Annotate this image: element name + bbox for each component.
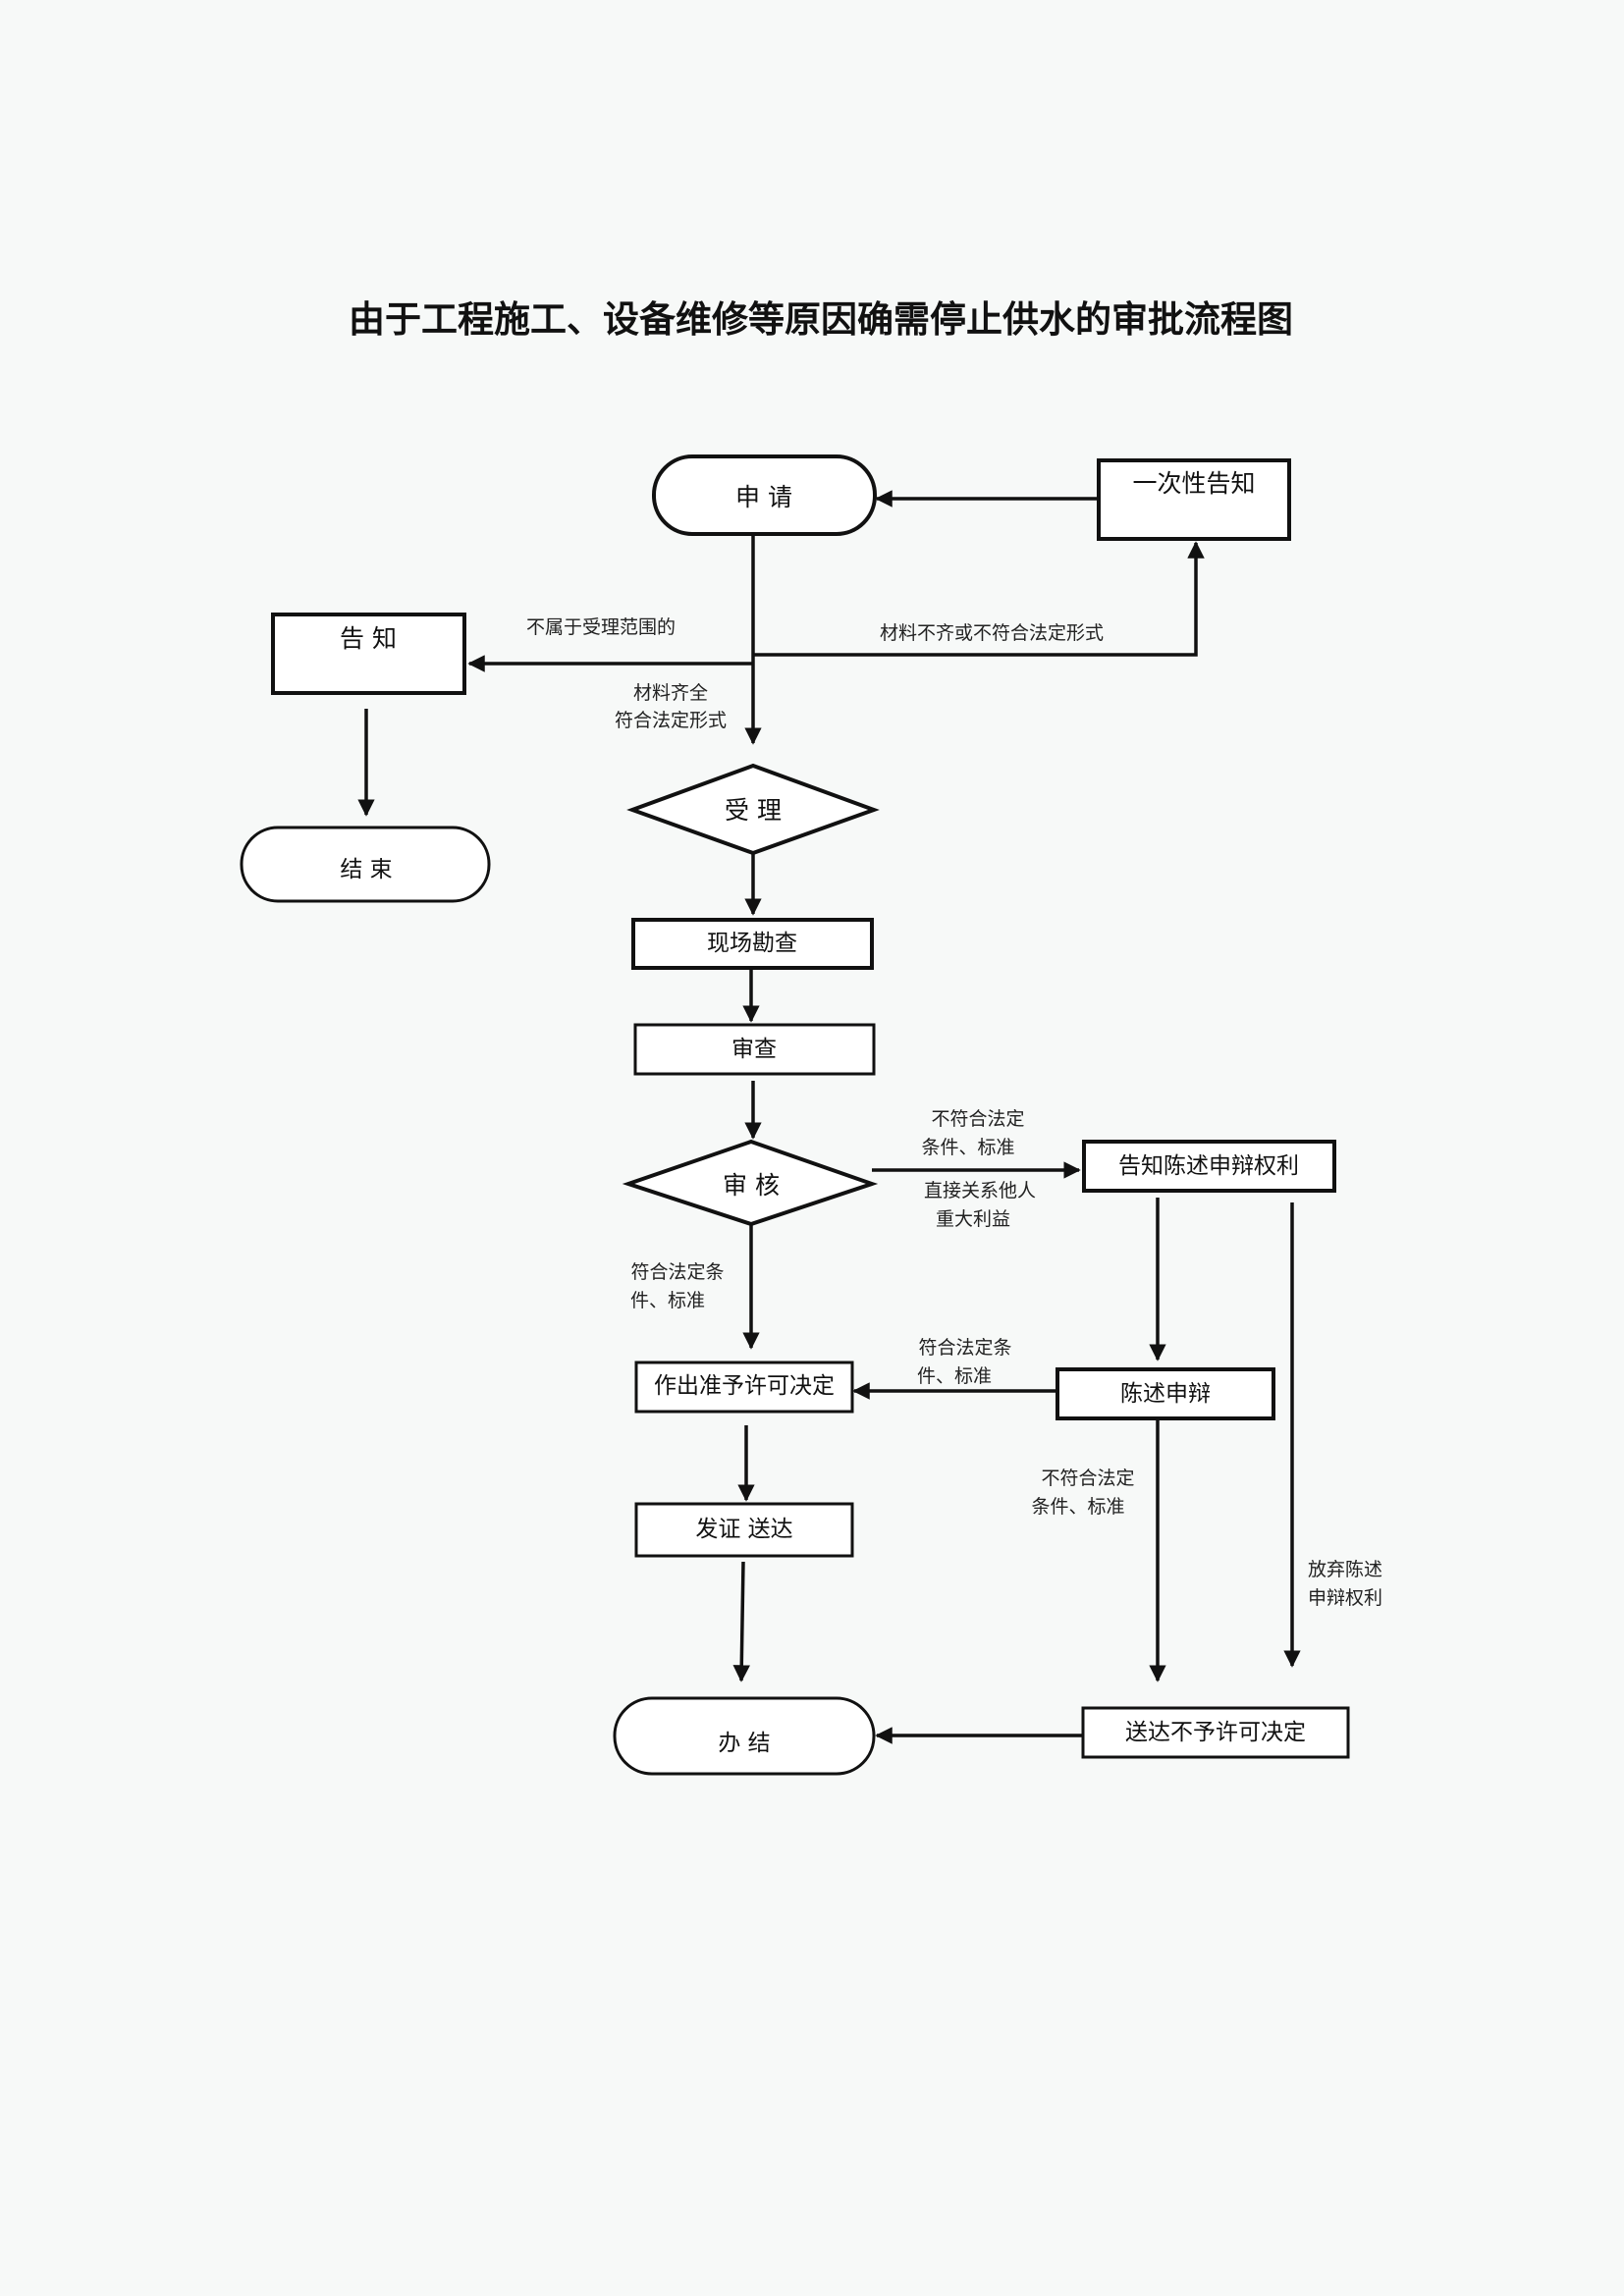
edge-label-audit-pass-2: 件、标准 — [630, 1290, 705, 1311]
edge-label-not-in-scope: 不属于受理范围的 — [526, 616, 676, 638]
arrow-issue-to-finish — [732, 1561, 751, 1682]
node-one-time-notice-label: 一次性告知 — [1132, 469, 1255, 498]
edge-label-waive-2: 申辩权利 — [1308, 1587, 1382, 1609]
edge-label-waive-1: 放弃陈述 — [1308, 1559, 1382, 1580]
node-accept-label: 受 理 — [725, 796, 782, 825]
terminal-shape — [240, 826, 491, 903]
edge-label-statement-pass-2: 件、标准 — [917, 1365, 992, 1387]
process-shape — [634, 1361, 854, 1414]
node-end-label: 结 束 — [340, 857, 392, 882]
node-deny-decision-label: 送达不予许可决定 — [1125, 1720, 1306, 1745]
terminal-shape — [652, 454, 877, 536]
node-finish: 办 结 — [613, 1696, 876, 1776]
edge-label-materials-incomplete: 材料不齐或不符合法定形式 — [880, 622, 1104, 644]
node-grant-decision: 作出准予许可决定 — [634, 1361, 854, 1414]
edge-label-materials-complete-1: 材料齐全 — [633, 682, 708, 704]
process-shape — [631, 918, 874, 970]
terminal-shape — [613, 1696, 876, 1776]
edge-label-statement-pass-1: 符合法定条 — [918, 1337, 1011, 1359]
process-shape — [1082, 1140, 1336, 1193]
process-shape — [634, 1502, 854, 1558]
edge-label-audit-fail-2: 条件、标准 — [921, 1137, 1014, 1158]
process-shape — [633, 1023, 876, 1076]
node-notify-rights: 告知陈述申辩权利 — [1082, 1140, 1336, 1193]
node-site-survey: 现场勘查 — [631, 918, 874, 970]
process-shape — [1081, 1706, 1350, 1759]
node-review: 审查 — [633, 1023, 876, 1076]
edge-label-third-party-1: 直接关系他人 — [924, 1180, 1036, 1201]
edge-label-audit-fail-1: 不符合法定 — [931, 1108, 1024, 1130]
node-one-time-notice: 一次性告知 — [1097, 458, 1291, 541]
process-shape — [271, 613, 466, 695]
node-notify: 告 知 — [271, 613, 466, 695]
node-grant-decision-label: 作出准予许可决定 — [654, 1373, 835, 1399]
node-statement: 陈述申辩 — [1056, 1367, 1275, 1420]
connectors — [357, 490, 1301, 1744]
edge-label-third-party-2: 重大利益 — [936, 1208, 1010, 1230]
node-apply: 申 请 — [652, 454, 877, 536]
page-title: 由于工程施工、设备维修等原因确需停止供水的审批流程图 — [349, 297, 1293, 341]
decision-shape — [622, 1139, 879, 1227]
node-issue-deliver-label: 发证 送达 — [695, 1517, 792, 1542]
edge-label-statement-fail-2: 条件、标准 — [1031, 1496, 1124, 1518]
node-finish-label: 办 结 — [718, 1731, 770, 1756]
node-notify-label: 告 知 — [340, 624, 397, 653]
node-site-survey-label: 现场勘查 — [707, 931, 797, 956]
edge-label-audit-pass-1: 符合法定条 — [630, 1261, 724, 1283]
edge-labels: 不属于受理范围的 材料不齐或不符合法定形式 材料齐全 符合法定形式 不符合法定 … — [526, 616, 1382, 1609]
node-end: 结 束 — [240, 826, 491, 903]
node-statement-label: 陈述申辩 — [1120, 1381, 1211, 1407]
node-issue-deliver: 发证 送达 — [634, 1502, 854, 1558]
decision-shape — [626, 763, 880, 856]
node-review-label: 审查 — [731, 1037, 777, 1062]
edge-label-materials-complete-2: 符合法定形式 — [615, 710, 727, 731]
process-shape — [1056, 1367, 1275, 1420]
node-apply-label: 申 请 — [735, 483, 792, 511]
process-shape — [1097, 458, 1291, 541]
node-audit-label: 审 核 — [723, 1171, 780, 1200]
arrow-incomplete-to-notice — [753, 541, 1205, 657]
node-audit: 审 核 — [622, 1139, 879, 1227]
edge-label-statement-fail-1: 不符合法定 — [1041, 1468, 1134, 1489]
node-notify-rights-label: 告知陈述申辩权利 — [1118, 1153, 1299, 1179]
node-deny-decision: 送达不予许可决定 — [1081, 1706, 1350, 1759]
node-accept: 受 理 — [626, 763, 880, 856]
